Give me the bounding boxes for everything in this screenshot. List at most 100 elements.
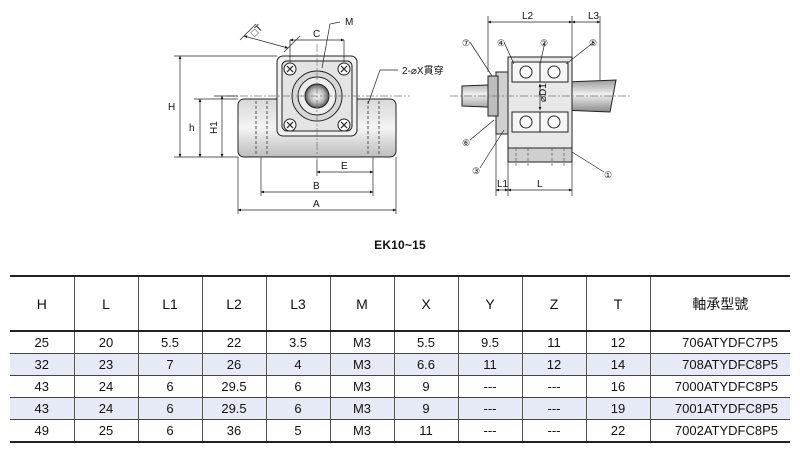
cell-l2: 29.5 [202, 375, 267, 398]
cell-l3: 4 [266, 353, 331, 376]
dim-l: L [537, 179, 543, 190]
cell-m: M3 [330, 331, 395, 354]
dim-square-t: □T [249, 23, 265, 39]
cell-h: 43 [10, 397, 75, 420]
technical-drawing: □T M C 2-⌀X貫穿 H h H1 E B A [168, 11, 630, 214]
cell-l1: 6 [138, 419, 203, 443]
hole-note: 2-⌀X貫穿 [402, 64, 444, 77]
figure-caption: EK10~15 [374, 238, 426, 252]
callout-6: ⑥ [462, 138, 470, 148]
cell-z: 12 [522, 353, 587, 376]
callout-4: ④ [497, 38, 505, 48]
cell-m: M3 [330, 419, 395, 443]
dim-a: A [313, 199, 320, 210]
header-bearing-model: 軸承型號 [650, 275, 790, 332]
dim-l2: L2 [522, 11, 534, 22]
cell-l2: 36 [202, 419, 267, 443]
dim-h: H [168, 102, 175, 113]
dim-d1: ⌀D1 [538, 83, 549, 102]
front-view [174, 21, 410, 214]
cell-m: M3 [330, 397, 395, 420]
cell-m: M3 [330, 353, 395, 376]
cell-y: --- [458, 397, 523, 420]
header-x: X [394, 275, 459, 332]
section-view-labels: L2 L3 ⌀D1 L1 L ⑦ ④ ② ⑤ ⑥ ③ ① [462, 11, 612, 190]
cell-l: 25 [74, 419, 139, 443]
cell-y: --- [458, 375, 523, 398]
dim-e: E [341, 161, 348, 172]
cell-x: 5.5 [394, 331, 459, 354]
header-z: Z [522, 275, 587, 332]
cell-bearing-model: 7000ATYDFC8P5 [650, 375, 790, 398]
cell-x: 11 [394, 419, 459, 443]
cell-bearing-model: 7002ATYDFC8P5 [650, 419, 790, 443]
cell-y: --- [458, 419, 523, 443]
cell-h: 49 [10, 419, 75, 443]
table-header-row: H L L1 L2 L3 M X Y Z T 軸承型號 [10, 275, 790, 332]
header-t: T [586, 275, 651, 332]
cell-bearing-model: 7001ATYDFC8P5 [650, 397, 790, 420]
table-row: 32 23 7 26 4 M3 6.6 11 12 14 708ATYDFC8P… [10, 353, 790, 376]
cell-l3: 6 [266, 375, 331, 398]
callout-5: ⑤ [589, 38, 597, 48]
header-l: L [74, 275, 139, 332]
cell-l1: 6 [138, 375, 203, 398]
header-m: M [330, 275, 395, 332]
header-l3: L3 [266, 275, 331, 332]
dim-c: C [313, 29, 320, 40]
callout-2: ② [540, 38, 548, 48]
cell-l1: 6 [138, 397, 203, 420]
cell-m: M3 [330, 375, 395, 398]
dim-b: B [313, 181, 320, 192]
dim-h1: H1 [209, 121, 220, 134]
header-l1: L1 [138, 275, 203, 332]
cell-l2: 22 [202, 331, 267, 354]
cell-z: 11 [522, 331, 587, 354]
cell-l: 24 [74, 375, 139, 398]
cell-h: 32 [10, 353, 75, 376]
cell-z: --- [522, 397, 587, 420]
cell-y: 9.5 [458, 331, 523, 354]
cell-y: 11 [458, 353, 523, 376]
cell-x: 6.6 [394, 353, 459, 376]
cell-t: 14 [586, 353, 651, 376]
dim-l3: L3 [588, 11, 600, 22]
cell-t: 22 [586, 419, 651, 443]
callout-3: ③ [472, 166, 480, 176]
cell-t: 16 [586, 375, 651, 398]
cell-x: 9 [394, 375, 459, 398]
cell-l2: 26 [202, 353, 267, 376]
callout-1: ① [604, 170, 612, 180]
dim-m: M [345, 17, 353, 28]
cell-l: 23 [74, 353, 139, 376]
cell-bearing-model: 706ATYDFC7P5 [650, 331, 790, 354]
table-row: 25 20 5.5 22 3.5 M3 5.5 9.5 11 12 706ATY… [10, 331, 790, 354]
cell-h: 43 [10, 375, 75, 398]
cell-z: --- [522, 375, 587, 398]
table-row: 49 25 6 36 5 M3 11 --- --- 22 7002ATYDFC… [10, 419, 790, 443]
cell-l3: 5 [266, 419, 331, 443]
cell-l2: 29.5 [202, 397, 267, 420]
dim-l1: L1 [497, 179, 509, 190]
header-h: H [10, 275, 75, 332]
cell-t: 12 [586, 331, 651, 354]
front-view-labels: □T M C 2-⌀X貫穿 H h H1 E B A [168, 17, 444, 210]
section-view [450, 16, 630, 196]
cell-z: --- [522, 419, 587, 443]
cell-l3: 3.5 [266, 331, 331, 354]
callout-7: ⑦ [462, 38, 470, 48]
spec-table: H L L1 L2 L3 M X Y Z T 軸承型號 25 20 5.5 22… [10, 275, 790, 443]
header-l2: L2 [202, 275, 267, 332]
cell-x: 9 [394, 397, 459, 420]
cell-h: 25 [10, 331, 75, 354]
cell-l3: 6 [266, 397, 331, 420]
table-row: 43 24 6 29.5 6 M3 9 --- --- 16 7000ATYDF… [10, 375, 790, 398]
cell-l: 24 [74, 397, 139, 420]
dim-h-small: h [189, 123, 195, 134]
cell-l1: 7 [138, 353, 203, 376]
cell-bearing-model: 708ATYDFC8P5 [650, 353, 790, 376]
header-y: Y [458, 275, 523, 332]
cell-l1: 5.5 [138, 331, 203, 354]
cell-l: 20 [74, 331, 139, 354]
cell-t: 19 [586, 397, 651, 420]
